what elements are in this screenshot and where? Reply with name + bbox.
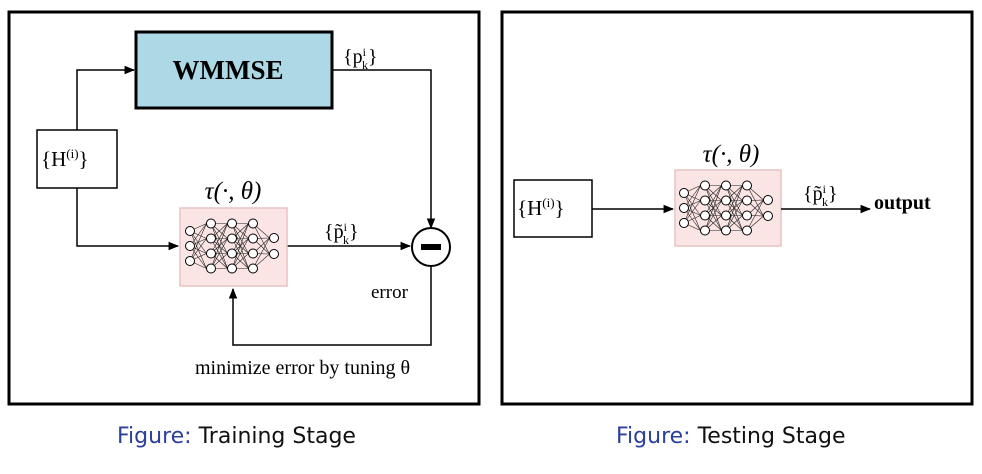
nn-node: [679, 218, 689, 228]
nn-node: [185, 241, 195, 251]
h-input-block: [36, 129, 118, 189]
nn-node: [248, 233, 258, 244]
nn-edge: [704, 185, 722, 231]
nn-edge: [746, 185, 764, 217]
nn-edge: [725, 185, 743, 216]
caption-text: Testing Stage: [697, 424, 846, 449]
nn-node: [721, 210, 731, 221]
nn-node: [763, 211, 773, 221]
arrow-h-to-nn: [76, 188, 180, 251]
nn-node: [185, 226, 195, 236]
wmmse-label: WMMSE: [173, 55, 284, 85]
nn-node: [227, 248, 237, 259]
nn-node: [742, 225, 752, 236]
nn-edge: [683, 185, 701, 224]
nn-edge: [704, 185, 722, 216]
nn-node: [700, 180, 710, 191]
testing-frame: [500, 10, 974, 406]
nn-node: [721, 180, 731, 191]
nn-node: [227, 218, 237, 229]
caption-figure-word: Figure:: [117, 424, 192, 449]
nn-node: [721, 225, 731, 236]
nn-edge: [189, 223, 207, 262]
neural-network-graph: [679, 180, 773, 236]
nn-node: [763, 195, 773, 205]
nn-node: [742, 195, 752, 206]
nn-edge: [231, 223, 249, 254]
caption-text: Training Stage: [198, 424, 356, 449]
nn-node: [721, 195, 731, 206]
nn-node: [248, 248, 258, 259]
nn-edge: [231, 223, 249, 269]
nn-edge: [704, 200, 722, 231]
nn-node: [206, 248, 216, 259]
nn-node: [742, 180, 752, 191]
nn-node: [269, 249, 279, 259]
nn-edge: [252, 223, 270, 255]
minus-icon: [421, 244, 441, 250]
nn-node: [700, 210, 710, 221]
nn-node: [206, 233, 216, 244]
nn-node: [206, 263, 216, 274]
nn-node: [700, 195, 710, 206]
tau-label: τ(·, θ): [703, 141, 760, 168]
caption-testing: Figure: Testing Stage: [616, 424, 846, 449]
tau-label: τ(·, θ): [205, 178, 262, 205]
nn-node: [742, 210, 752, 221]
h-input-label: {H(i)}: [517, 195, 565, 220]
error-label: error: [371, 282, 409, 303]
arrow-h-to-wmmse: [76, 65, 136, 130]
nn-node: [248, 218, 258, 229]
arrow-wmmse-to-subtract: [332, 69, 436, 230]
nn-node: [269, 233, 279, 243]
nn-node: [227, 263, 237, 274]
nn-edge: [210, 238, 228, 269]
caption-figure-word: Figure:: [616, 424, 691, 449]
h-input-label: {H(i)}: [41, 146, 89, 171]
caption-training: Figure: Training Stage: [117, 424, 356, 449]
neural-network-graph: [185, 218, 279, 274]
nn-edge: [252, 237, 270, 269]
nn-node: [679, 203, 689, 213]
nn-node: [206, 218, 216, 229]
arrow-feedback-loop: [228, 266, 432, 346]
nn-edge: [725, 200, 743, 231]
nn-edge: [210, 223, 228, 254]
nn-node: [248, 263, 258, 274]
nn-node: [679, 188, 689, 198]
wmmse-block: [134, 30, 334, 110]
nn-edge: [231, 238, 249, 269]
nn-node: [700, 225, 710, 236]
minimize-label: minimize error by tuning θ: [195, 357, 410, 379]
h-input-block: [513, 179, 593, 238]
training-frame: [7, 10, 481, 406]
output-label: output: [874, 192, 931, 214]
nn-edge: [725, 185, 743, 231]
nn-edge: [210, 223, 228, 269]
nn-node: [185, 256, 195, 266]
nn-edge: [746, 199, 764, 231]
nn-node: [227, 233, 237, 244]
